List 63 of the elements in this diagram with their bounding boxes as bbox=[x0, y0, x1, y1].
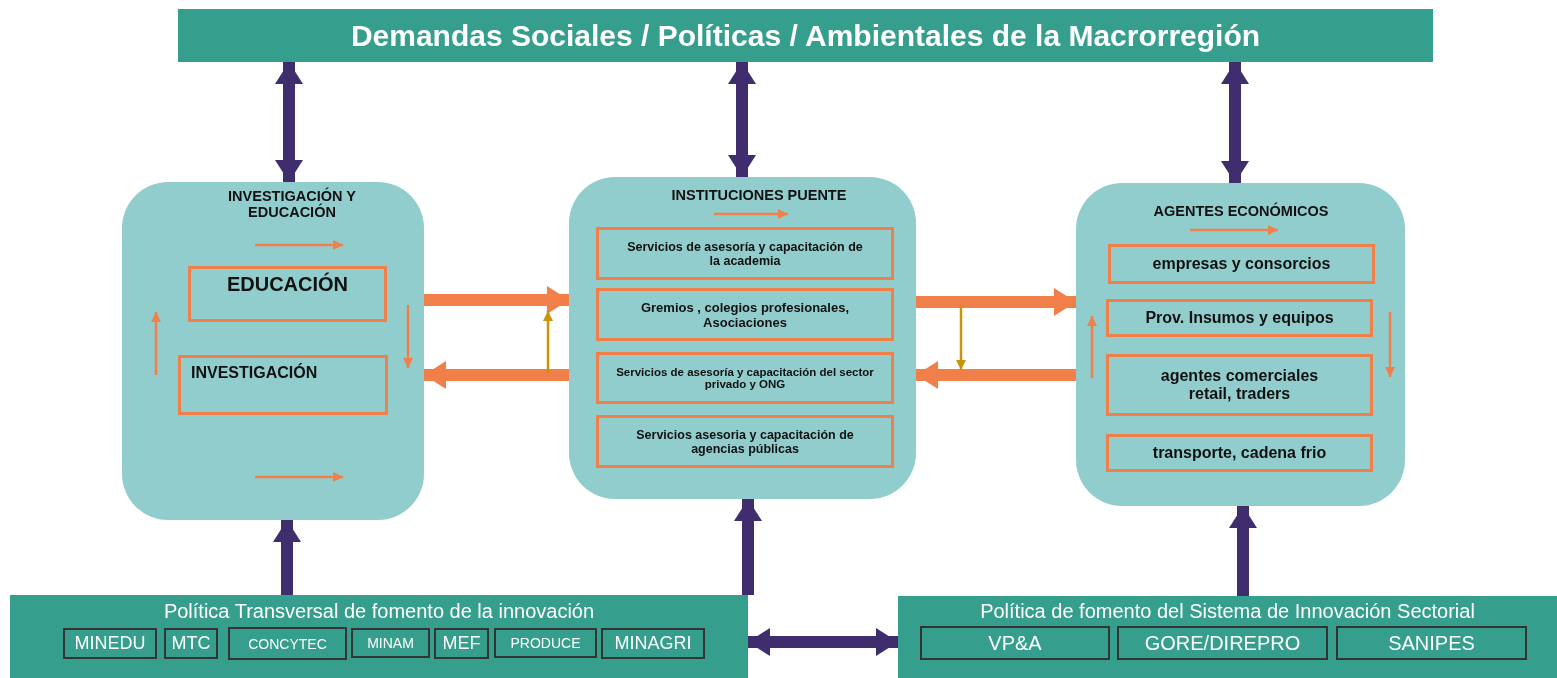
double-arrow bbox=[1221, 62, 1249, 183]
block-arrow bbox=[1229, 506, 1257, 596]
policy-title: Política Transversal de fomento de la innovación bbox=[162, 600, 596, 623]
box-label: agentes comerciales retail, traders bbox=[1159, 367, 1320, 403]
institution-name: MEF bbox=[442, 633, 481, 654]
box-label: EDUCACIÓN bbox=[226, 273, 349, 296]
process-box bbox=[1106, 299, 1373, 337]
policy-title: Política de fomento del Sistema de Innovación Sectorial bbox=[979, 600, 1476, 623]
institution-box bbox=[164, 628, 218, 659]
institution-box bbox=[351, 628, 430, 658]
institution-box bbox=[920, 626, 1110, 660]
box-label: Prov. Insumos y equipos bbox=[1145, 309, 1334, 327]
box-label: Servicios de asesoría y capacitación de la academia bbox=[627, 239, 863, 268]
panel-heading: INVESTIGACIÓN Y EDUCACIÓN bbox=[227, 188, 357, 220]
institution-box bbox=[1117, 626, 1328, 660]
title-banner bbox=[178, 9, 1433, 62]
box-label: Gremios , colegios profesionales, Asociaciones bbox=[639, 299, 851, 330]
policy-banner bbox=[10, 595, 748, 678]
block-arrow bbox=[424, 361, 569, 389]
process-box bbox=[596, 227, 894, 280]
process-box bbox=[1106, 354, 1373, 416]
institution-name: CONCYTEC bbox=[248, 635, 327, 652]
process-box bbox=[178, 355, 388, 415]
process-box bbox=[1108, 244, 1375, 284]
block-arrow bbox=[424, 286, 569, 314]
institution-box bbox=[434, 628, 489, 659]
panel-heading: INSTITUCIONES PUENTE bbox=[670, 187, 848, 203]
rounded-panel bbox=[1076, 183, 1405, 506]
block-arrow bbox=[734, 499, 762, 595]
process-box bbox=[188, 266, 387, 322]
box-label: empresas y consorcios bbox=[1152, 255, 1331, 273]
double-arrow bbox=[748, 628, 898, 656]
institution-box bbox=[228, 627, 347, 660]
rounded-panel bbox=[569, 177, 916, 499]
process-box bbox=[1106, 434, 1373, 472]
block-arrow bbox=[916, 361, 1076, 389]
institution-box bbox=[1336, 626, 1527, 660]
institution-box bbox=[601, 628, 705, 659]
institution-name: PRODUCE bbox=[510, 635, 581, 651]
institution-name: MINEDU bbox=[74, 633, 146, 654]
policy-banner bbox=[898, 596, 1557, 678]
double-arrow bbox=[728, 62, 756, 177]
institution-name: GORE/DIREPRO bbox=[1144, 631, 1301, 655]
institution-name: MINAM bbox=[367, 635, 414, 651]
institution-name: SANIPES bbox=[1388, 631, 1475, 655]
process-box bbox=[596, 288, 894, 341]
box-label: transporte, cadena frio bbox=[1152, 444, 1327, 462]
banner-title: Demandas Sociales / Políticas / Ambientales de la Macrorregión bbox=[349, 18, 1262, 54]
block-arrow bbox=[273, 520, 301, 595]
rounded-panel bbox=[122, 182, 424, 520]
box-label: INVESTIGACIÓN bbox=[191, 364, 318, 382]
institution-name: VP&A bbox=[988, 631, 1042, 655]
panel-heading: AGENTES ECONÓMICOS bbox=[1152, 203, 1330, 219]
institution-name: MTC bbox=[171, 633, 211, 654]
box-label: Servicios de asesoría y capacitación del sector privado y ONG bbox=[615, 366, 875, 390]
institution-name: MINAGRI bbox=[614, 633, 692, 654]
block-arrow bbox=[916, 288, 1076, 316]
institution-box bbox=[63, 628, 157, 659]
box-label: Servicios asesoria y capacitación de agencias públicas bbox=[635, 427, 855, 456]
double-arrow bbox=[275, 62, 303, 182]
institution-box bbox=[494, 628, 597, 658]
process-box bbox=[596, 415, 894, 468]
process-box bbox=[596, 352, 894, 404]
